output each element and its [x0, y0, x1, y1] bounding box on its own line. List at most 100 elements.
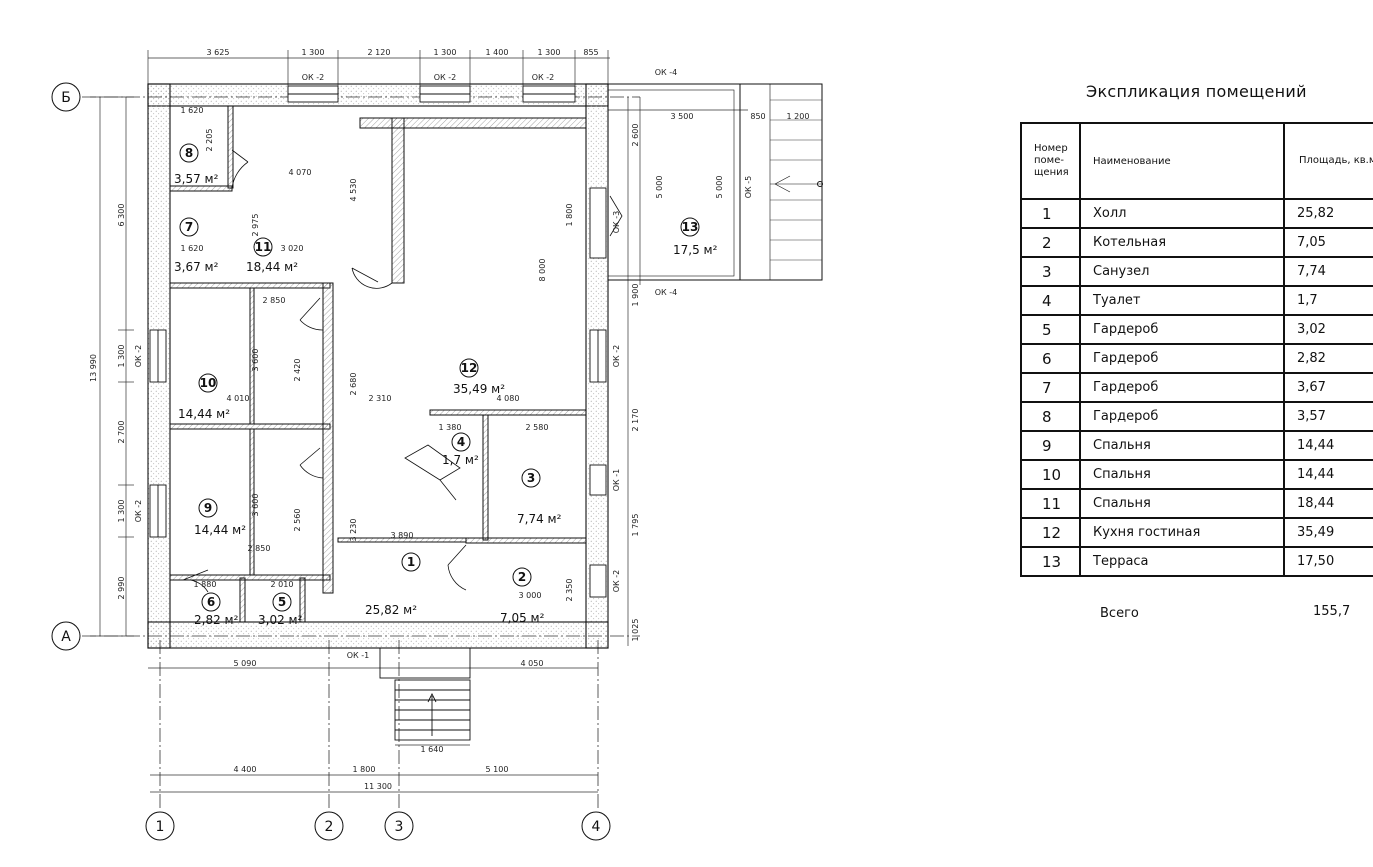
row-area: 3,57	[1283, 401, 1373, 432]
room-12-area: 35,49 м²	[453, 382, 505, 396]
row-area: 25,82	[1283, 198, 1373, 229]
row-name: Санузел	[1079, 256, 1285, 287]
room-4-area: 1,7 м²	[442, 453, 479, 467]
row-number: 8	[1020, 401, 1081, 432]
room-9-area: 14,44 м²	[194, 523, 246, 537]
windows	[149, 85, 607, 598]
room-5-area: 3,02 м²	[258, 613, 303, 627]
entrance-stairs	[379, 647, 471, 741]
room-13-area: 17,5 м²	[673, 243, 718, 257]
row-area: 35,49	[1283, 517, 1373, 548]
dim-label: 2 350	[565, 579, 574, 602]
dim-label: 1 200	[787, 112, 810, 121]
row-name: Гардероб	[1079, 401, 1285, 432]
room-11-number: 11	[255, 240, 272, 254]
dim-label: 2 310	[369, 394, 392, 403]
dim-label: 1 300	[117, 500, 126, 523]
dim-label: 850	[750, 112, 765, 121]
dim-label: 1 900	[631, 284, 640, 307]
row-name: Холл	[1079, 198, 1285, 229]
room-10-area: 14,44 м²	[178, 407, 230, 421]
dim-label: 2 420	[293, 359, 302, 382]
dim-label: 1 800	[565, 204, 574, 227]
row-area: 1,7	[1283, 285, 1373, 316]
explication-title: Экспликация помещений	[1086, 82, 1307, 101]
row-area: 18,44	[1283, 488, 1373, 519]
room-4-number: 4	[457, 435, 465, 449]
row-number: 7	[1020, 372, 1081, 403]
row-number: 10	[1020, 459, 1081, 490]
header-name: Наименование	[1079, 122, 1285, 200]
row-number: 4	[1020, 285, 1081, 316]
header-area: Площадь, кв.м	[1283, 122, 1373, 200]
dim-label: 2 560	[293, 509, 302, 532]
total-label: Всего	[1100, 606, 1139, 621]
room-3-number: 3	[527, 471, 535, 485]
ok-label: ОК -5	[744, 176, 753, 199]
room-2-number: 2	[518, 570, 526, 584]
row-number: 11	[1020, 488, 1081, 519]
row-name: Гардероб	[1079, 343, 1285, 374]
dim-label: 2 990	[117, 577, 126, 600]
dim-label: 4 080	[497, 394, 520, 403]
floor-plan: Б А 1 2 3 4	[51, 48, 823, 841]
dim-label: 5 100	[486, 765, 509, 774]
ok-label: ОК -1	[347, 651, 370, 660]
dim-label: 6 300	[117, 204, 126, 227]
row-name: Котельная	[1079, 227, 1285, 258]
dim-label: 3 230	[349, 519, 358, 542]
row-area: 2,82	[1283, 343, 1373, 374]
dim-label: 1 620	[181, 244, 204, 253]
axis-3-label: 3	[395, 819, 404, 835]
row-name: Спальня	[1079, 488, 1285, 519]
ok-label: ОК -2	[612, 570, 621, 593]
room-12-number: 12	[461, 361, 478, 375]
room-7-number: 7	[185, 220, 193, 234]
dim-label: 1 400	[486, 48, 509, 57]
room-3-area: 7,74 м²	[517, 512, 562, 526]
ok-label: ОК -2	[434, 73, 457, 82]
ok-label: ОК -2	[612, 345, 621, 368]
dim-label: 2 700	[117, 421, 126, 444]
dim-label: 2 850	[263, 296, 286, 305]
dim-label: 1 300	[302, 48, 325, 57]
dim-label: 3 000	[519, 591, 542, 600]
room-10-number: 10	[200, 376, 217, 390]
axis-a-label: А	[61, 629, 71, 645]
axis-4-marker	[581, 811, 611, 841]
dim-label: 2 975	[251, 214, 260, 237]
axis-b-label: Б	[61, 90, 71, 106]
dim-label: 3 500	[671, 112, 694, 121]
dim-label: 2 170	[631, 409, 640, 432]
room-2-area: 7,05 м²	[500, 611, 545, 625]
explication-table: Номер поме- щения Наименование Площадь, …	[1020, 122, 1373, 577]
dim-label: 4 530	[349, 179, 358, 202]
row-name: Спальня	[1079, 459, 1285, 490]
row-name: Спальня	[1079, 430, 1285, 461]
dim-label: 4 010	[227, 394, 250, 403]
dim-label: 3 600	[251, 349, 260, 372]
row-area: 17,50	[1283, 546, 1373, 577]
dim-label: 5 000	[655, 176, 664, 199]
row-number: 6	[1020, 343, 1081, 374]
dim-label: 1 880	[194, 580, 217, 589]
dim-label: 1 620	[181, 106, 204, 115]
row-number: 9	[1020, 430, 1081, 461]
row-area: 14,44	[1283, 459, 1373, 490]
row-area: 7,05	[1283, 227, 1373, 258]
row-number: 5	[1020, 314, 1081, 345]
ok-label: ОК -4	[655, 288, 678, 297]
ok-label: ОК -2	[134, 345, 143, 368]
interior-walls	[169, 105, 587, 623]
dim-label: 1 300	[538, 48, 561, 57]
